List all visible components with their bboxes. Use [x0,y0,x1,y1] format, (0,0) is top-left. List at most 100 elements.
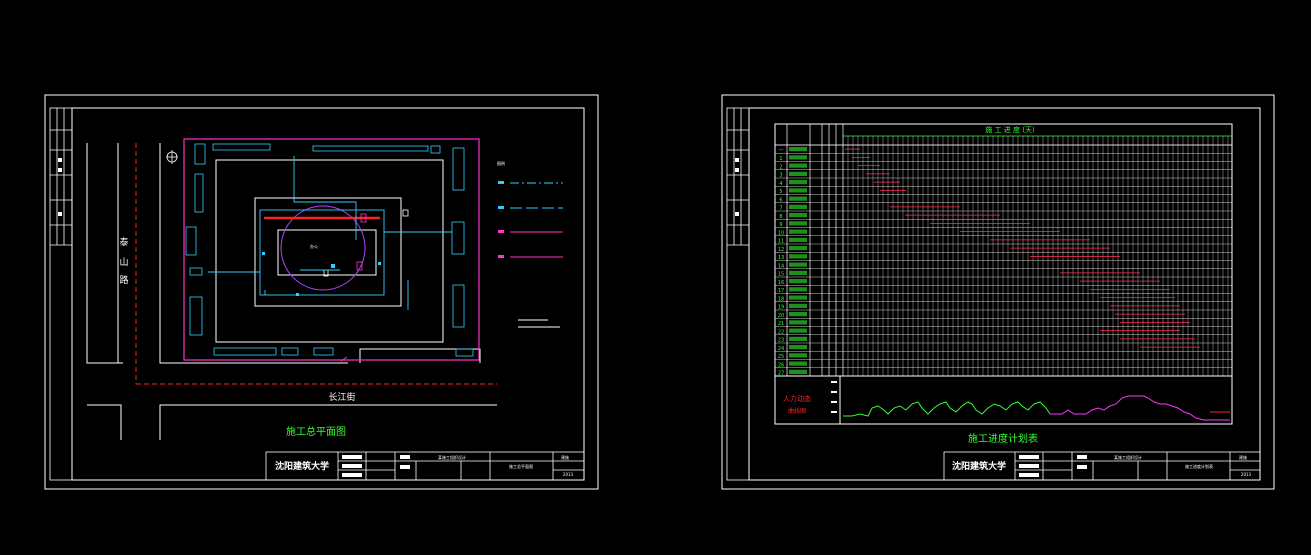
task-name-cell [789,147,807,152]
task-name-cell [789,155,807,160]
schedule-grid [774,124,1232,377]
task-name-cell [789,237,807,242]
row-number: 2 [779,164,782,170]
row-number: 10 [778,230,784,236]
crane-coverage-circle [280,205,366,291]
task-name-cell [789,204,807,209]
left-title-block-school: 沈阳建筑大学 [275,460,329,472]
legend: 图例 [497,160,563,328]
task-name-cell [789,303,807,308]
building-footprint [277,229,377,276]
road-horizontal-label: 长江街 [328,391,355,403]
left-title-block-project: 某施工组织设计 [438,454,466,460]
labor-chart-axis [831,381,837,413]
labor-chart-label: 人力动态 [783,394,811,403]
left-drawing-title: 施工总平面图 [286,425,346,438]
right-title-block [943,451,1261,481]
roads [86,143,497,440]
task-name-cell [789,328,807,333]
left-outer-frame [44,94,599,490]
task-name-cell [789,163,807,168]
right-drawing-title: 施工进度计划表 [968,432,1038,445]
north-arrow-icon [166,150,178,164]
road-dashed-lines [135,143,497,385]
legend-heading: 图例 [497,160,505,166]
site-road-outer [215,159,444,343]
row-number: 3 [779,173,782,179]
row-number: 15 [778,272,784,278]
left-title-block [265,451,585,481]
right-title-block-date: 2013 [1241,472,1252,477]
right-title-block-sheet: 建施 [1239,454,1247,460]
site-road-inner [254,197,402,307]
task-name-cell [789,279,807,284]
temporary-pipe-lines [208,156,452,310]
row-number: 27 [778,371,784,377]
labor-curve-green [843,401,1051,417]
row-number: 19 [778,305,784,311]
left-title-block-date: 2013 [563,472,574,477]
task-name-cell [789,295,807,300]
left-title-block-sheet: 建施 [561,454,569,460]
row-number: 11 [778,239,784,245]
task-name-cell [789,246,807,251]
row-number: 26 [778,362,784,368]
task-name-cell [789,188,807,193]
right-outer-frame [721,94,1275,490]
left-inner-frame [71,107,585,481]
right-sheet: 施 工 进 度 (天) 一123456789101112131415161718… [721,94,1275,490]
task-name-cell [789,180,807,185]
road-vertical-char-2: 山 [119,257,128,268]
row-number: 21 [778,321,784,327]
task-name-cell [789,345,807,350]
row-number: 12 [778,247,784,253]
row-number: 5 [779,189,782,195]
row-number: 8 [779,214,782,220]
row-number: 一 [778,148,783,154]
row-number: 17 [778,288,784,294]
task-name-cell [789,213,807,218]
row-number: 24 [778,346,784,352]
schedule-table [774,123,1233,425]
row-number: 18 [778,296,784,302]
building-label: 办公 [310,243,318,249]
task-name-cell [789,221,807,226]
task-name-cell [789,270,807,275]
task-name-cell [789,254,807,259]
row-number: 4 [779,181,782,187]
right-title-block-project: 某施工组织设计 [1114,454,1142,460]
row-number: 6 [779,197,782,203]
road-vertical-char-1: 泰 [119,236,128,248]
left-title-block-drawing: 施工总平面图 [509,463,533,469]
row-number: 16 [778,280,784,286]
right-title-block-drawing: 施工进度计划表 [1185,463,1213,469]
row-number: 20 [778,313,784,319]
task-name-cell [789,336,807,341]
road-vertical-char-3: 路 [119,274,128,286]
left-sheet: 泰 山 路 长江街 办公 [44,94,599,490]
site-boundary [183,138,480,361]
labor-curve-magenta [1050,395,1230,421]
left-binding-strip [49,107,73,481]
row-number: 22 [778,329,784,335]
row-number: 13 [778,255,784,261]
row-number: 23 [778,338,784,344]
task-name-cell [789,361,807,366]
row-numbers: 一123456789101112131415161718192021222324… [778,147,807,377]
row-number: 25 [778,354,784,360]
temporary-facilities [185,143,474,357]
schedule-heading: 施 工 进 度 (天) [985,125,1035,134]
right-binding-strip [726,107,750,481]
task-name-cell [789,312,807,317]
task-name-cell [789,171,807,176]
row-number: 1 [779,156,782,162]
row-number: 9 [779,222,782,228]
row-number: 7 [779,206,782,212]
task-name-cell [789,196,807,201]
task-name-cell [789,229,807,234]
task-name-cell [789,287,807,292]
right-title-block-school: 沈阳建筑大学 [952,460,1006,472]
row-number: 14 [778,263,784,269]
task-name-cell [789,262,807,267]
